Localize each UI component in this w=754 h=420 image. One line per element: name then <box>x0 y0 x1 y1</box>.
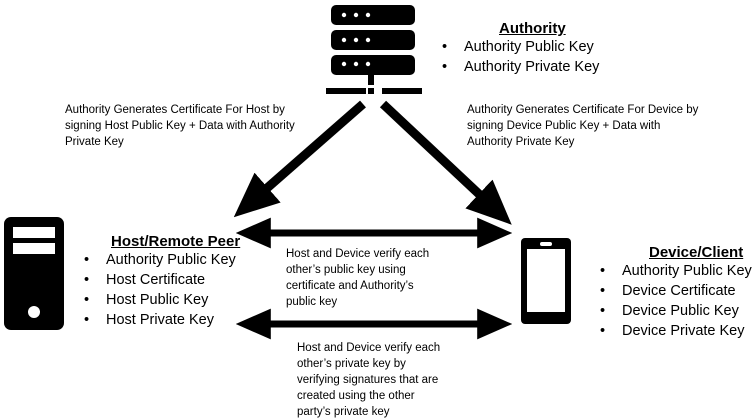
note-public-key-verify: Host and Device verify each other’s publ… <box>286 246 429 310</box>
note-line: created using the other <box>297 390 415 402</box>
device-block: Device/Client Authority Public Key Devic… <box>596 244 752 341</box>
list-item: Host Certificate <box>80 270 240 290</box>
authority-block: Authority Authority Public Key Authority… <box>438 20 599 77</box>
list-item: Host Public Key <box>80 290 240 310</box>
note-line: signing Host Public Key + Data with Auth… <box>65 120 295 132</box>
list-item: Authority Private Key <box>438 57 599 77</box>
note-line: public key <box>286 296 338 308</box>
note-line: certificate and Authority’s <box>286 280 414 292</box>
note-host-certificate: Authority Generates Certificate For Host… <box>65 102 295 150</box>
note-line: signing Device Public Key + Data with <box>467 120 661 132</box>
note-line: other’s public key using <box>286 264 406 276</box>
arrow-authority-to-host <box>233 100 366 218</box>
note-line: verifying signatures that are <box>297 374 439 386</box>
host-title: Host/Remote Peer <box>111 233 241 250</box>
arrow-authority-to-device <box>379 100 512 225</box>
note-line: Host and Device verify each <box>286 248 430 260</box>
server-rack-icon <box>326 5 422 94</box>
device-title: Device/Client <box>649 244 744 261</box>
authority-title: Authority <box>499 20 566 37</box>
list-item: Device Certificate <box>596 281 752 301</box>
list-item: Authority Public Key <box>438 37 599 57</box>
host-key-list: Authority Public Key Host Certificate Ho… <box>80 250 240 330</box>
note-line: Authority Private Key <box>467 136 575 148</box>
note-private-key-verify: Host and Device verify each other’s priv… <box>297 340 440 420</box>
smartphone-icon <box>521 238 571 324</box>
device-key-list: Authority Public Key Device Certificate … <box>596 261 752 341</box>
list-item: Host Private Key <box>80 310 240 330</box>
list-item: Authority Public Key <box>596 261 752 281</box>
list-item: Authority Public Key <box>80 250 240 270</box>
note-line: other’s private key by <box>297 358 406 370</box>
authority-key-list: Authority Public Key Authority Private K… <box>438 37 599 77</box>
note-line: Host and Device verify each <box>297 342 441 354</box>
note-device-certificate: Authority Generates Certificate For Devi… <box>467 102 698 150</box>
note-line: party’s private key <box>297 406 390 418</box>
list-item: Device Public Key <box>596 301 752 321</box>
host-block: Host/Remote Peer Authority Public Key Ho… <box>80 233 240 330</box>
note-line: Authority Generates Certificate For Devi… <box>467 104 699 116</box>
list-item: Device Private Key <box>596 321 752 341</box>
note-line: Private Key <box>65 136 124 148</box>
note-line: Authority Generates Certificate For Host… <box>65 104 285 116</box>
desktop-tower-icon <box>4 217 64 330</box>
